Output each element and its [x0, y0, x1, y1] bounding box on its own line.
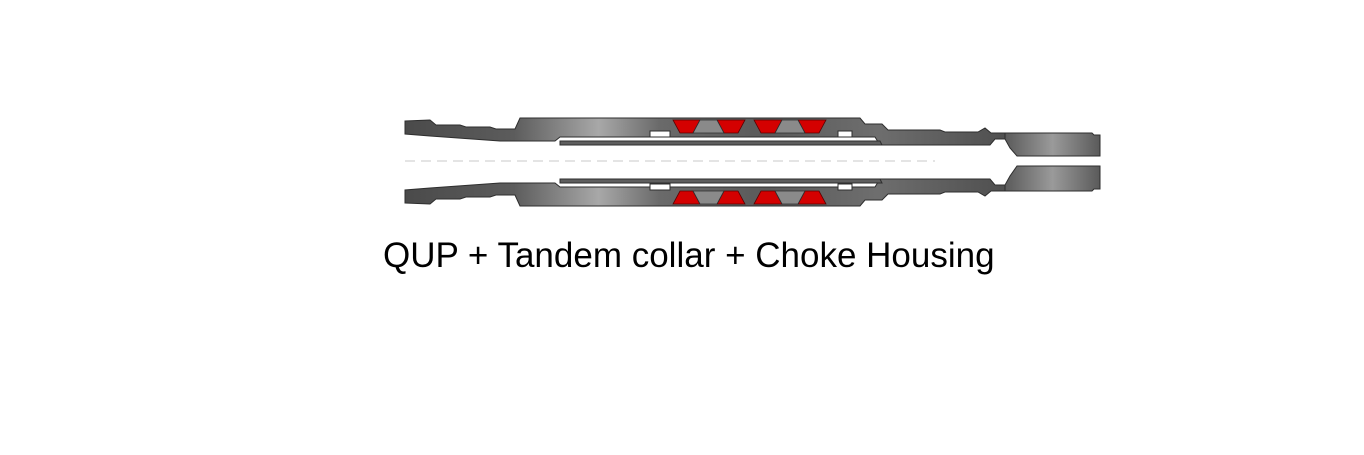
lower-spacer-ring — [692, 190, 725, 205]
lower-seal-groove-right — [837, 183, 853, 191]
lower-wall — [404, 165, 1101, 207]
lower-spacer-ring — [774, 190, 806, 205]
upper-choke-housing — [1004, 132, 1101, 157]
diagram-caption: QUP + Tandem collar + Choke Housing — [383, 236, 995, 275]
lower-seal-groove-left — [649, 183, 671, 191]
upper-seal-groove-left — [649, 130, 671, 138]
upper-seal-stack — [672, 119, 827, 134]
upper-inner-mandrel — [559, 140, 883, 146]
lower-seal-stack — [672, 190, 827, 205]
upper-seal-groove-right — [837, 130, 853, 138]
lower-choke-housing — [1004, 165, 1101, 192]
upper-spacer-ring — [774, 119, 806, 134]
upper-spacer-ring — [692, 119, 725, 134]
upper-wall — [404, 117, 1101, 157]
lower-inner-mandrel — [559, 178, 883, 184]
